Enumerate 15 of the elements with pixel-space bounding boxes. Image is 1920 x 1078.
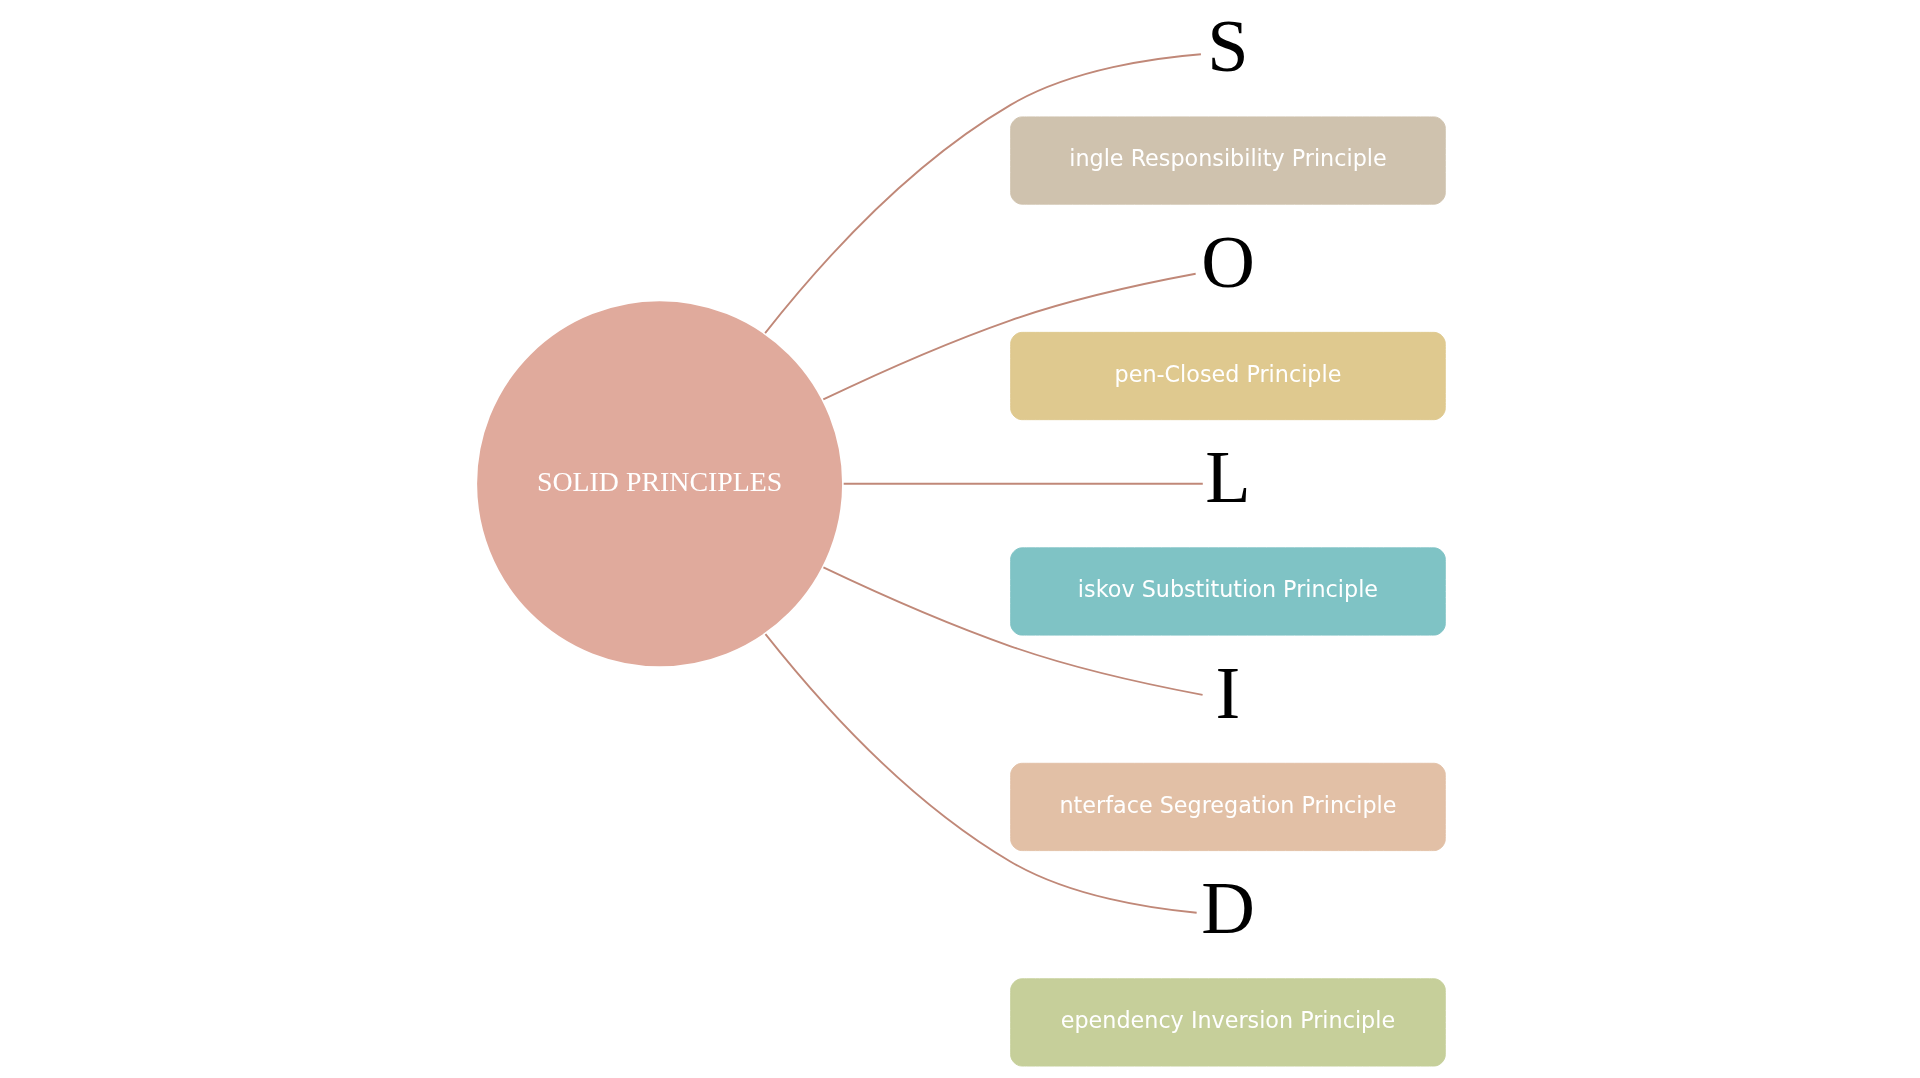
connector bbox=[763, 53, 1202, 334]
node-text: L bbox=[1204, 436, 1251, 519]
connector bbox=[842, 482, 1204, 485]
node-box: iskov Substitution Principle bbox=[1009, 547, 1446, 636]
node-text: O bbox=[1200, 220, 1255, 303]
connector bbox=[821, 272, 1197, 401]
node-box: nterface Segregation Principle bbox=[1009, 762, 1446, 852]
node-box: ingle Responsibility Principle bbox=[1009, 116, 1446, 205]
node-box: pen-Closed Principle bbox=[1009, 331, 1446, 421]
node-text: S bbox=[1206, 5, 1249, 88]
node-box: ependency Inversion Principle bbox=[1009, 978, 1446, 1067]
connector bbox=[764, 633, 1198, 914]
connector bbox=[822, 566, 1203, 696]
node-text: D bbox=[1200, 867, 1255, 950]
node-text: I bbox=[1215, 651, 1240, 734]
